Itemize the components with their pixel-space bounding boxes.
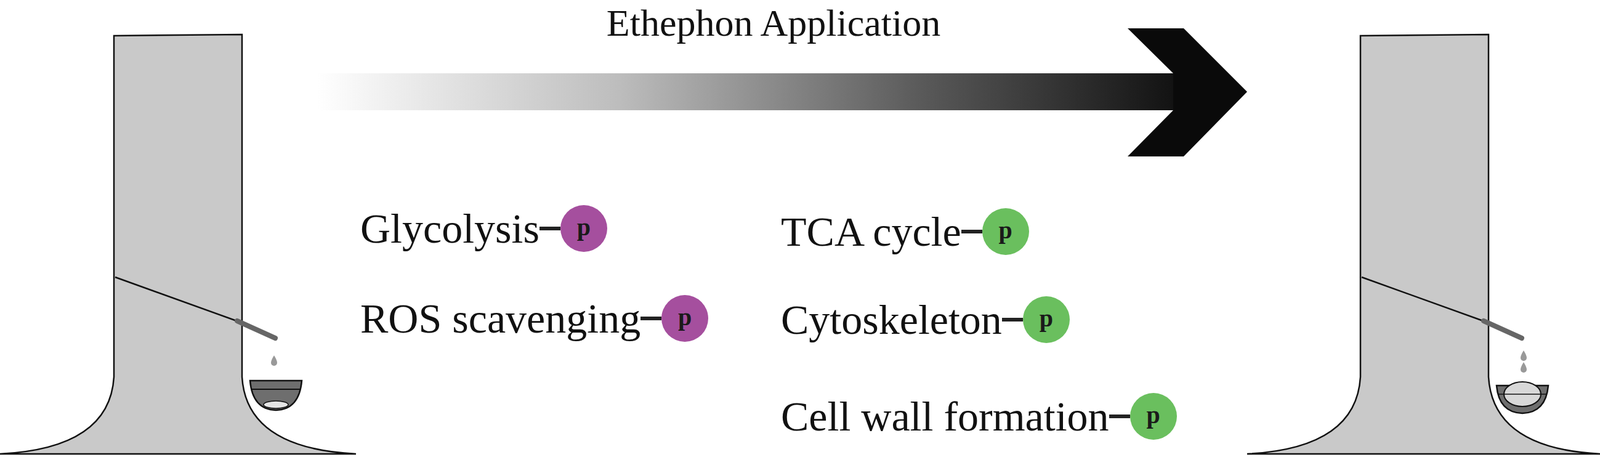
treatment-arrow xyxy=(316,28,1248,157)
rubber-tree-before xyxy=(0,34,356,454)
phosphate-symbol: p xyxy=(1039,306,1054,331)
phospho-pathway: Cell wall formation p xyxy=(780,392,1177,441)
bond-line xyxy=(1109,414,1131,419)
pathway-name: TCA cycle xyxy=(780,207,962,257)
pathway-name: Glycolysis xyxy=(360,204,540,254)
phospho-pathway: ROS scavenging p xyxy=(360,294,709,344)
phosphate-symbol: p xyxy=(998,218,1013,243)
pathway-name: ROS scavenging xyxy=(360,294,641,344)
pathway-name: Cell wall formation xyxy=(780,392,1110,441)
rubber-tree-after xyxy=(1247,34,1600,454)
phosphate-symbol: p xyxy=(577,214,591,240)
bond-line xyxy=(640,316,662,321)
pathway-name: Cytoskeleton xyxy=(780,295,1003,345)
phosphate-symbol: p xyxy=(678,304,692,330)
bond-line xyxy=(1002,317,1023,322)
bond-line xyxy=(539,226,561,231)
phosphate-circle: p xyxy=(1130,392,1177,440)
phosphate-circle: p xyxy=(560,205,608,252)
phosphate-symbol: p xyxy=(1146,402,1160,428)
treatment-label: Ethephon Application xyxy=(606,1,941,45)
phosphate-circle: p xyxy=(661,294,709,342)
bond-line xyxy=(961,229,983,234)
phosphate-circle: p xyxy=(1022,296,1070,344)
phosphate-circle: p xyxy=(982,208,1030,255)
phospho-pathway: Cytoskeleton p xyxy=(780,295,1070,345)
phospho-pathway: Glycolysis p xyxy=(360,204,608,254)
phospho-pathway: TCA cycle p xyxy=(780,207,1030,257)
